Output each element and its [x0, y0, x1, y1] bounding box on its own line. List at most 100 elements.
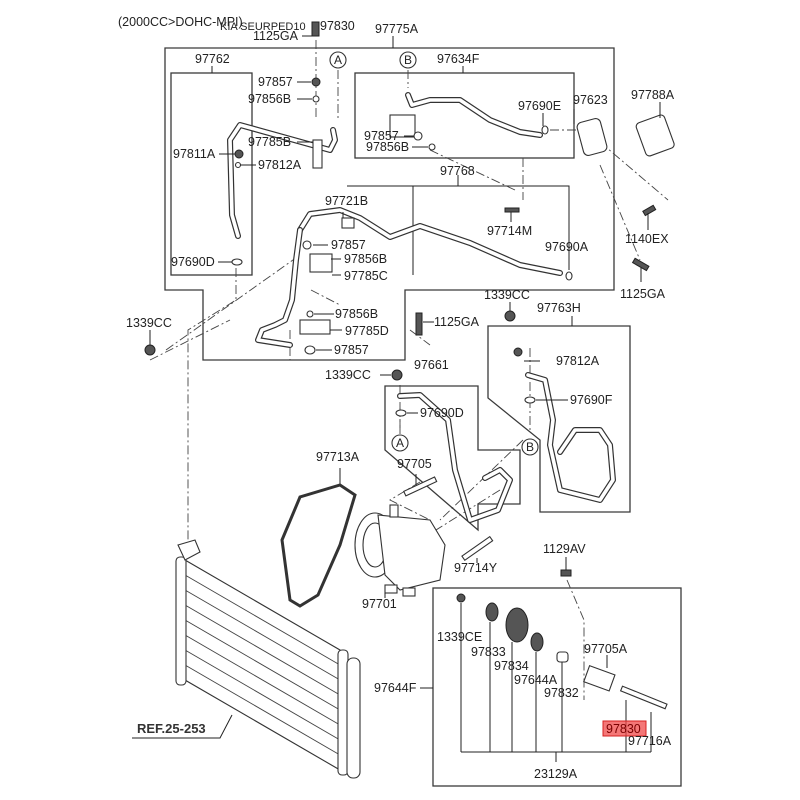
frame-97762 [170, 72, 253, 276]
clamp-97721b-icon [341, 217, 355, 229]
label-97690a[interactable]: 97690A [545, 240, 589, 254]
label-97690d-b[interactable]: 97690D [420, 406, 464, 420]
cover-97788a-icon [635, 114, 675, 157]
label-97690f[interactable]: 97690F [570, 393, 613, 407]
bearing-97833-icon [485, 602, 499, 622]
bolt-97705-icon [403, 476, 438, 497]
labels: (2000CC>DOHC-MPI) KIA SEURPED10 97830 11… [118, 15, 675, 781]
label-97812a-a[interactable]: 97812A [258, 158, 302, 172]
frame-97775a [164, 47, 615, 361]
svg-text:B: B [404, 53, 412, 67]
frame-23129a [432, 587, 682, 787]
clamp-97785d-icon [299, 319, 331, 335]
compressor-97701-icon [354, 504, 446, 597]
bearing-97644a-icon [530, 632, 544, 652]
callout-a-top: A [329, 51, 347, 69]
label-97644a[interactable]: 97644A [514, 673, 558, 687]
label-97857-a[interactable]: 97857 [258, 75, 293, 89]
label-97644f[interactable]: 97644F [374, 681, 417, 695]
nut-97857-d-icon [304, 345, 316, 355]
label-97690d-a[interactable]: 97690D [171, 255, 215, 269]
bolt-1140ex-icon [642, 204, 657, 217]
bushing-97832-icon [556, 651, 569, 663]
highlight-box-97830 [602, 720, 647, 737]
nut-97857-c-icon [302, 240, 312, 250]
label-1125ga-right[interactable]: 1125GA [620, 287, 666, 301]
label-97785d[interactable]: 97785D [345, 324, 389, 338]
label-1339cc-left[interactable]: 1339CC [126, 316, 172, 330]
bolt-1125ga-mid-icon [415, 312, 423, 336]
condenser-97644f-icon [175, 539, 361, 779]
label-97705[interactable]: 97705 [397, 457, 432, 471]
label-97763h[interactable]: 97763H [537, 301, 581, 315]
label-97788a[interactable]: 97788A [631, 88, 675, 102]
oring-97690f-icon [524, 396, 536, 404]
dash-lines [149, 40, 669, 700]
washer-97856b-a-icon [312, 95, 320, 103]
bracket-97634f-icon [389, 114, 416, 138]
label-97768[interactable]: 97768 [440, 164, 475, 178]
label-97714m[interactable]: 97714M [487, 224, 532, 238]
washer-97856b-b-icon [428, 143, 436, 151]
label-1339ce[interactable]: 1339CE [437, 630, 482, 644]
label-1125ga-mid[interactable]: 1125GA [434, 315, 480, 329]
label-97623[interactable]: 97623 [573, 93, 608, 107]
reference-label[interactable]: REF.25-253 [137, 721, 206, 736]
label-1140ex[interactable]: 1140EX [625, 232, 669, 246]
nut-1339cc-left-icon [144, 344, 156, 356]
leaders [149, 35, 661, 762]
label-97762[interactable]: 97762 [195, 52, 230, 66]
nut-1339cc-right-icon [504, 310, 516, 322]
label-97661[interactable]: 97661 [414, 358, 449, 372]
oring-97690a-icon [565, 271, 573, 281]
label-97716a[interactable]: 97716A [628, 734, 672, 748]
svg-text:A: A [334, 53, 342, 67]
label-97834[interactable]: 97834 [494, 659, 529, 673]
pulley-97834-icon [505, 607, 529, 643]
label-97705a[interactable]: 97705A [584, 642, 628, 656]
label-97833[interactable]: 97833 [471, 645, 506, 659]
label-97634f[interactable]: 97634F [437, 52, 480, 66]
oring-97690e-icon [541, 125, 549, 135]
header-note: (2000CC>DOHC-MPI) [118, 15, 243, 29]
label-97857-d[interactable]: 97857 [334, 343, 369, 357]
label-97701[interactable]: 97701 [362, 597, 397, 611]
receiver-97623-icon [576, 118, 608, 156]
label-97857-c[interactable]: 97857 [331, 238, 366, 252]
label-97856b-b[interactable]: 97856B [366, 140, 409, 154]
svg-text:B: B [526, 440, 534, 454]
label-97713a[interactable]: 97713A [316, 450, 360, 464]
callout-a-bottom: A [391, 434, 409, 452]
label-97714y[interactable]: 97714Y [454, 561, 498, 575]
bolt-1125ga-top-icon [311, 21, 320, 37]
label-1129av[interactable]: 1129AV [543, 542, 586, 556]
label-97785b[interactable]: 97785B [248, 135, 291, 149]
bolt-1125ga-right-icon [631, 257, 650, 272]
label-97830-top[interactable]: 97830 [320, 19, 355, 33]
washer-97812a-a-icon [234, 161, 242, 169]
clamp-97785b-icon [312, 139, 323, 169]
label-1125ga-top[interactable]: 1125GA [253, 29, 299, 43]
label-97856b-c[interactable]: 97856B [344, 252, 387, 266]
label-97690e[interactable]: 97690E [518, 99, 561, 113]
label-97775a[interactable]: 97775A [375, 22, 419, 36]
label-97812a-b[interactable]: 97812A [556, 354, 600, 368]
bolt-97714y-icon [461, 535, 494, 561]
label-97832[interactable]: 97832 [544, 686, 579, 700]
label-1339cc-mid[interactable]: 1339CC [325, 368, 371, 382]
label-97811a[interactable]: 97811A [173, 147, 216, 161]
parts [132, 21, 675, 779]
label-97785c[interactable]: 97785C [344, 269, 388, 283]
clamp-97785c-icon [309, 253, 333, 273]
oring-97690d-b-icon [395, 409, 407, 417]
belt-97713a-icon [280, 483, 357, 608]
frame-97763h [487, 325, 631, 513]
label-97856b-d[interactable]: 97856B [335, 307, 378, 321]
label-97721b[interactable]: 97721B [325, 194, 368, 208]
label-97856b-a[interactable]: 97856B [248, 92, 291, 106]
label-97830-highlighted[interactable]: 97830 [606, 722, 641, 736]
label-23129a[interactable]: 23129A [534, 767, 578, 781]
label-1339cc-right[interactable]: 1339CC [484, 288, 530, 302]
label-97857-b[interactable]: 97857 [364, 129, 399, 143]
